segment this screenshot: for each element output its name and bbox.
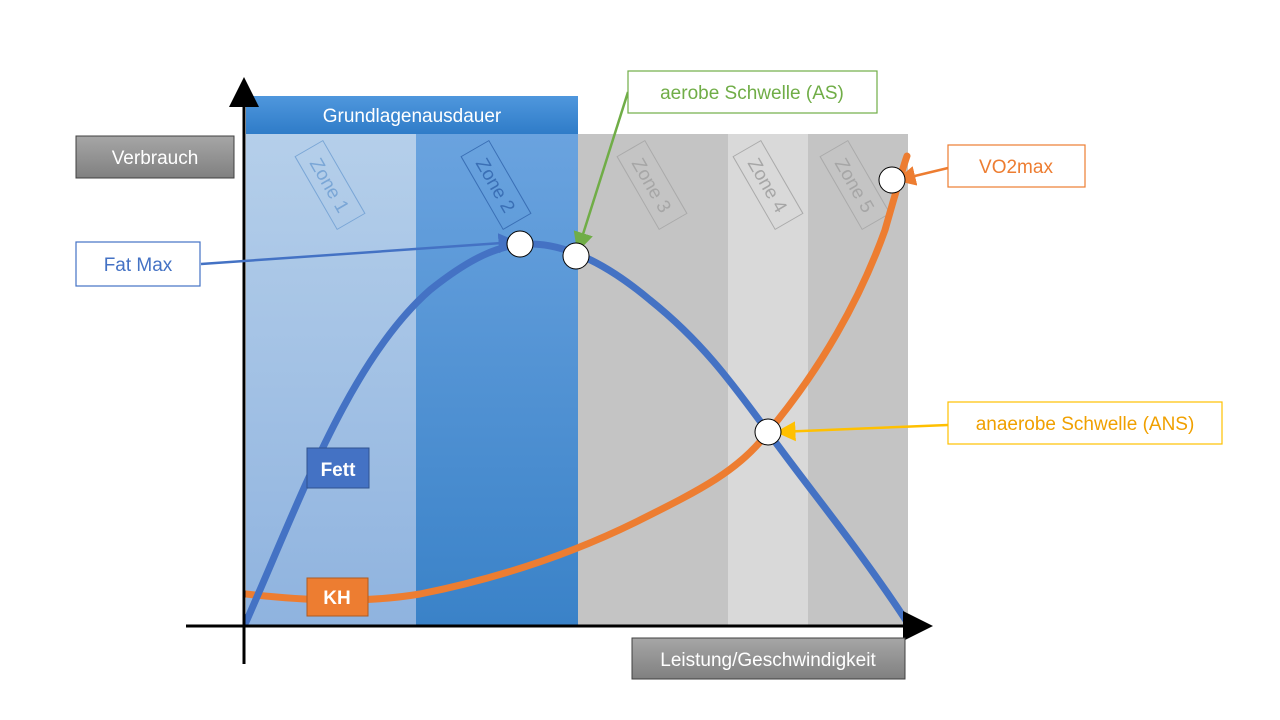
x-axis-label-box — [631, 637, 906, 680]
x-axis-label: Leistung/Geschwindigkeit — [660, 650, 876, 671]
anaerobic-threshold-marker — [754, 418, 782, 446]
anaerobic-callout-box — [947, 401, 1223, 445]
carb-label-box — [306, 577, 369, 617]
y-axis-label-box — [75, 135, 235, 179]
zone-3-band — [578, 134, 728, 626]
anaerobic-callout-label: anaerobe Schwelle (ANS) — [976, 414, 1195, 435]
y-axis-label: Verbrauch — [112, 148, 199, 169]
zone-1-band — [246, 134, 416, 626]
base-endurance-label: Grundlagenausdauer — [323, 106, 502, 127]
fat-max-callout-box — [75, 241, 201, 287]
vo2max-connector — [895, 166, 949, 186]
vo2max-callout-label: VO2max — [979, 157, 1053, 178]
aerobic-threshold-marker — [562, 242, 590, 270]
carb-curve — [242, 152, 911, 604]
vo2max-callout-box — [947, 144, 1086, 188]
aerobic-connector — [573, 91, 630, 253]
fat-label-box — [306, 447, 370, 489]
fat-max-marker — [506, 230, 534, 258]
carb-label: KH — [323, 588, 350, 609]
fat-max-connector — [200, 233, 519, 266]
vo2max-marker — [878, 166, 906, 194]
fat-max-callout-label: Fat Max — [104, 255, 173, 276]
aerobic-callout-box — [627, 70, 878, 114]
anaerobic-connector — [775, 421, 949, 442]
fat-label: Fett — [321, 460, 357, 481]
zone-2-band — [416, 134, 578, 626]
aerobic-callout-label: aerobe Schwelle (AS) — [660, 83, 844, 104]
base-endurance-header — [246, 96, 578, 134]
